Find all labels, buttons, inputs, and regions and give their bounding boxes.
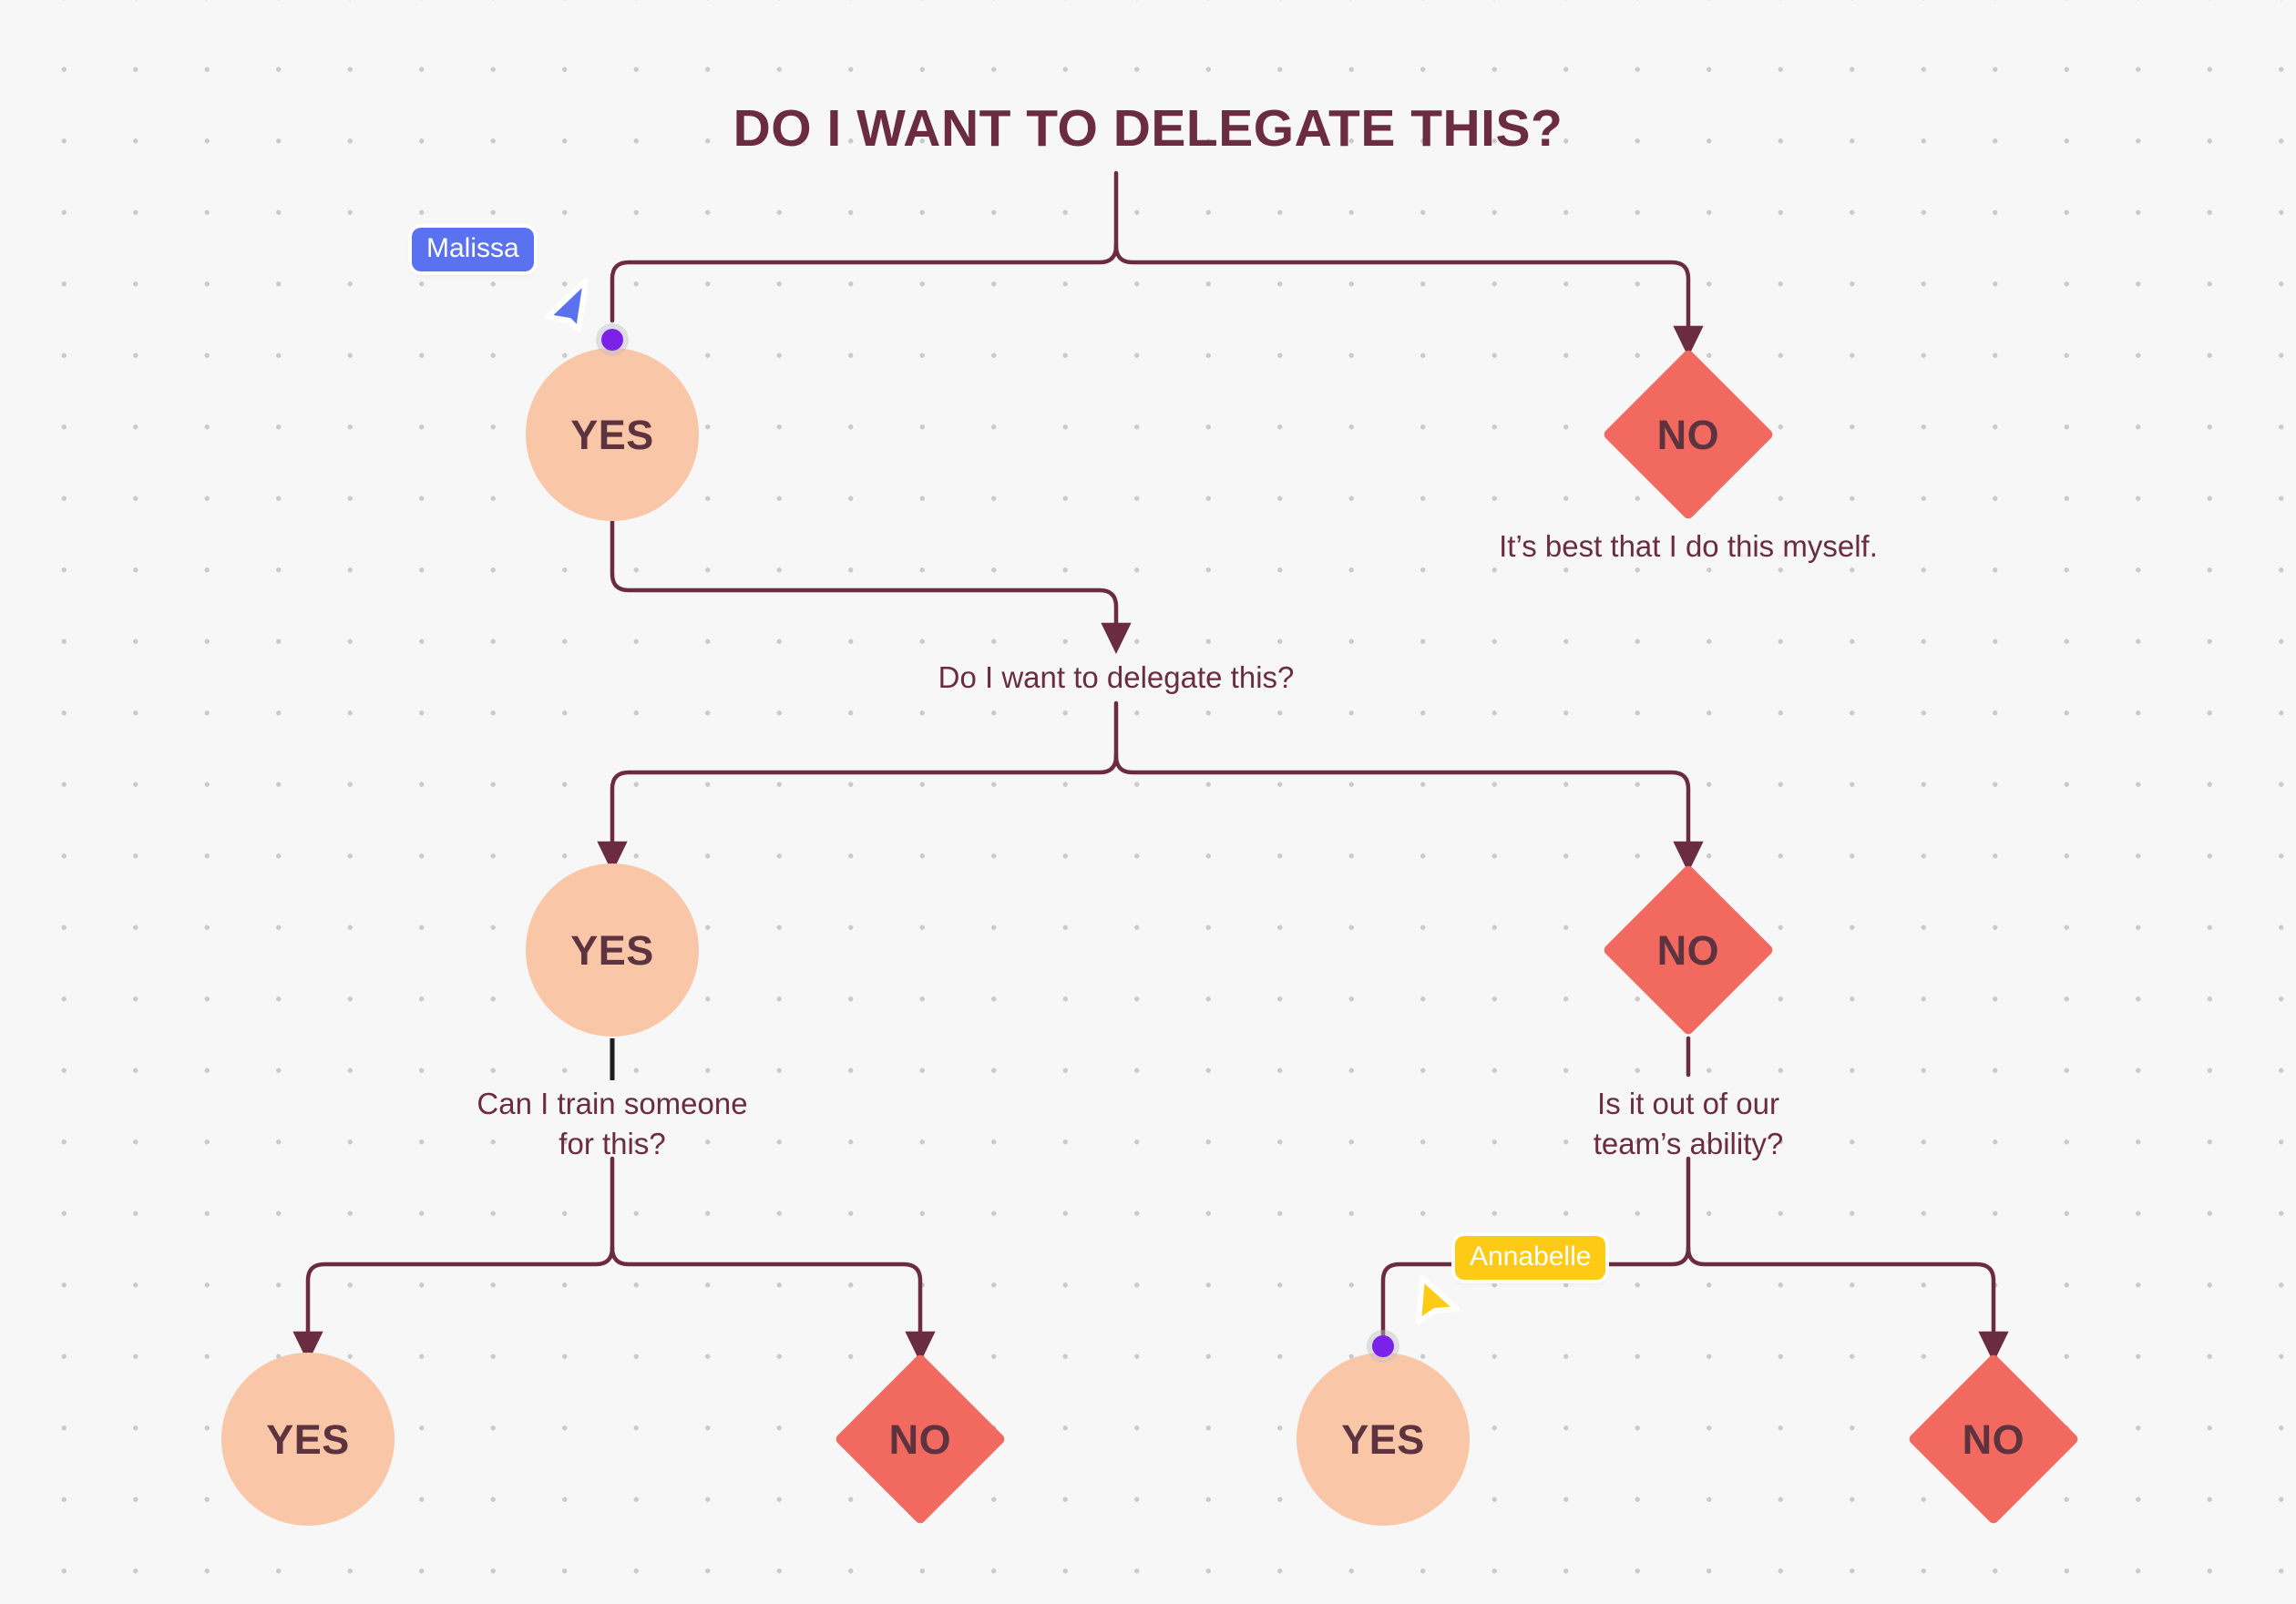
node-label: YES — [570, 926, 654, 974]
wire-title-to-l1no — [1113, 243, 1704, 358]
wire-q2-to-l2yes — [597, 753, 1119, 874]
anchor-dot-l1-yes[interactable] — [601, 329, 623, 351]
node-l3-yes-left[interactable]: YES — [221, 1353, 395, 1526]
caption-question-3-right: Is it out of our team’s ability? — [1593, 1087, 1784, 1161]
node-l3-yes-right[interactable]: YES — [1297, 1353, 1470, 1526]
node-l1-no[interactable]: NO — [1602, 348, 1775, 521]
cursor-label-malissa: Malissa — [412, 228, 534, 272]
node-l3-no-right[interactable]: NO — [1907, 1353, 2080, 1526]
wire-q2-to-l2no — [1113, 753, 1704, 874]
node-l2-yes[interactable]: YES — [526, 863, 699, 1037]
wire-title-to-l1yes — [610, 243, 1119, 323]
node-label: NO — [1656, 926, 1720, 974]
wire-q3left-to-no — [610, 1245, 936, 1364]
wire-q3left-to-yes — [292, 1245, 615, 1364]
node-l2-no[interactable]: NO — [1602, 863, 1775, 1037]
node-label: YES — [266, 1415, 350, 1463]
caption-no-branch-1: It’s best that I do this myself. — [1499, 529, 1878, 563]
node-label: YES — [570, 411, 654, 458]
node-label: YES — [1341, 1415, 1425, 1463]
node-label: NO — [1962, 1415, 2025, 1463]
board-title: DO I WANT TO DELEGATE THIS? — [733, 99, 1563, 158]
anchor-dot-l3-yes-right[interactable] — [1372, 1335, 1394, 1357]
node-label: NO — [1656, 411, 1720, 458]
caption-question-2: Do I want to delegate this? — [938, 660, 1295, 694]
wire-q3right-to-no — [1686, 1245, 2009, 1364]
node-l1-yes[interactable]: YES — [526, 348, 699, 521]
node-l3-no-left[interactable]: NO — [834, 1353, 1007, 1526]
node-label: NO — [888, 1415, 952, 1463]
wire-l1yes-to-q2 — [610, 519, 1132, 655]
caption-question-3-left: Can I train someone for this? — [477, 1087, 748, 1161]
cursor-label-annabelle: Annabelle — [1455, 1236, 1606, 1281]
